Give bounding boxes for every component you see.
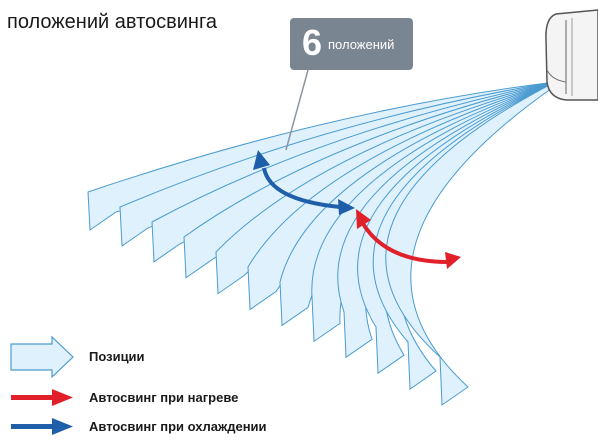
diagram-title: положений автосвинга: [7, 11, 217, 33]
badge-pointer-line: [285, 69, 309, 151]
air-conditioner-unit-icon: [545, 9, 598, 101]
heating-swing-arrow-icon: [356, 209, 461, 269]
positions-count: 6: [302, 22, 323, 63]
fan-blade: [385, 81, 556, 406]
positions-word: положений: [328, 37, 395, 52]
legend-heating-arrow-icon: [11, 389, 73, 406]
legend-heating-label: Автосвинг при нагреве: [89, 390, 239, 405]
legend-cooling-label: Автосвинг при охлаждении: [89, 419, 267, 434]
legend-position-arrow-icon: [10, 335, 74, 379]
legend-cooling-arrow-icon: [11, 418, 73, 435]
positions-badge: 6 положений: [290, 18, 413, 70]
cooling-swing-arrow-icon: [253, 150, 355, 215]
legend-positions-label: Позиции: [89, 349, 145, 364]
airflow-fan: [87, 81, 556, 406]
